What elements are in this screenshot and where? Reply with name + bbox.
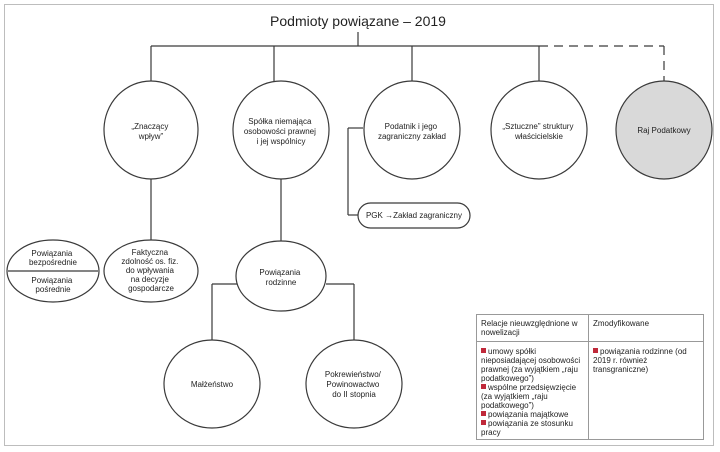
legend-item-text: powiązania majątkowe [488, 410, 569, 419]
node-faktyczna-line4: na decyzje [131, 275, 170, 284]
node-pokrewienstwo-line3: do II stopnia [332, 390, 376, 399]
node-malzenstwo [163, 339, 261, 429]
legend-item: powiązania ze stosunku pracy [481, 419, 584, 437]
node-pokrewienstwo-line1: Pokrewieństwo/ [325, 370, 382, 379]
legend-item: powiązania rodzinne (od 2019 r. również … [593, 347, 699, 374]
svg-text:PGK →Zakład zagraniczny: PGK →Zakład zagraniczny [366, 211, 462, 220]
svg-text:Podatnik i jego zagraniczn: Podatnik i jego zagraniczny zakład [378, 122, 446, 141]
legend-item: umowy spółki nieposiadającej osobowości … [481, 347, 584, 383]
bullet-square-icon [481, 411, 486, 416]
bullet-square-icon [593, 348, 598, 353]
connector-lines [150, 32, 665, 340]
node-faktyczna-line5: gospodarcze [128, 284, 174, 293]
node-faktyczna-line1: Faktyczna [132, 248, 169, 257]
node-pgk [357, 202, 471, 229]
bullet-square-icon [481, 348, 486, 353]
node-pokrewienstwo-line2: Powinowactwo [326, 380, 379, 389]
node-spolka [232, 80, 330, 180]
node-powiazania-bezposrednie-line1: Powiązania [31, 249, 72, 258]
node-powiazania-rodzinne-line1: Powiązania [259, 268, 300, 277]
legend-column-modified: Zmodyfikowane powiązania rodzinne (od 20… [589, 315, 703, 439]
svg-text:Małżeństwo: Małżeństwo [191, 380, 234, 389]
node-powiazania-posrednie-line1: Powiązania [31, 276, 72, 285]
node-malzenstwo-label: Małżeństwo [191, 380, 234, 389]
legend-column-excluded-header: Relacje nieuwzględnione w nowelizacji [477, 315, 588, 342]
node-pokrewienstwo [305, 339, 403, 429]
svg-text:„Znaczący wpływ”: „Znaczący wpływ” [131, 122, 170, 141]
legend-item-text: wspólne przedsięwzięcie (za wyjątkiem „r… [481, 383, 577, 410]
bullet-square-icon [481, 384, 486, 389]
legend-column-modified-header: Zmodyfikowane [589, 315, 703, 342]
node-sztuczne-line1: „Sztuczne” struktury [502, 122, 573, 131]
bullet-square-icon [481, 420, 486, 425]
node-spolka-line3: i jej wspólnicy [257, 137, 306, 146]
node-powiazania-bezposrednie-line2: bezpośrednie [29, 258, 78, 267]
legend-column-excluded: Relacje nieuwzględnione w nowelizacji um… [477, 315, 589, 439]
node-podatnik-line1: Podatnik i jego [385, 122, 438, 131]
svg-text:Powiązania rodzinne: Powiązania rodzinne [259, 268, 302, 287]
node-powiazania-rodzinne [235, 240, 327, 312]
node-podatnik [363, 80, 461, 180]
node-faktyczna-line3: do wpływania [126, 266, 175, 275]
node-faktyczna-line2: zdolność os. fiz. [121, 257, 178, 266]
svg-text:Raj Podatkowy: Raj Podatkowy [637, 126, 690, 135]
node-faktyczna [103, 239, 199, 303]
legend-item-text: powiązania ze stosunku pracy [481, 419, 573, 437]
svg-text:„Sztuczne” struktury właśc: „Sztuczne” struktury właścicielskie [502, 122, 575, 141]
node-powiazania-rodzinne-line2: rodzinne [266, 278, 297, 287]
node-raj-podatkowy-label: Raj Podatkowy [637, 126, 690, 135]
node-powiazania-posrednie-line2: pośrednie [35, 285, 71, 294]
node-sztuczne-line2: właścicielskie [514, 132, 564, 141]
node-raj-podatkowy [615, 80, 713, 180]
diagram-frame [4, 4, 714, 446]
svg-text:Spółka niemająca osobowośc: Spółka niemająca osobowości prawnej i je… [244, 117, 318, 146]
node-pgk-label: PGK →Zakład zagraniczny [366, 211, 462, 220]
legend-item: powiązania majątkowe [481, 410, 584, 419]
diagram-title: Podmioty powiązane – 2019 [270, 13, 446, 29]
node-spolka-line1: Spółka niemająca [248, 117, 312, 126]
node-sztuczne [490, 80, 588, 180]
legend-table: Relacje nieuwzględnione w nowelizacji um… [476, 314, 704, 440]
legend-item: wspólne przedsięwzięcie (za wyjątkiem „r… [481, 383, 584, 410]
node-podatnik-line2: zagraniczny zakład [378, 132, 446, 141]
node-znaczacy-wplyw-line2: wpływ” [138, 132, 164, 141]
node-spolka-line2: osobowości prawnej [244, 127, 316, 136]
legend-item-text: umowy spółki nieposiadającej osobowości … [481, 347, 581, 383]
node-znaczacy-wplyw [103, 80, 199, 180]
svg-text:Powiązania pośrednie: Powiązania pośrednie [31, 276, 74, 294]
svg-text:Pokrewieństwo/ Powinowactw: Pokrewieństwo/ Powinowactwo do II stopni… [325, 370, 383, 399]
node-znaczacy-wplyw-line1: „Znaczący [131, 122, 168, 131]
svg-text:Powiązania bezpośrednie: Powiązania bezpośrednie [29, 249, 78, 267]
legend-item-text: powiązania rodzinne (od 2019 r. również … [593, 347, 687, 374]
svg-text:Faktyczna zdolność os. fiz: Faktyczna zdolność os. fiz. do wpływania… [121, 248, 180, 293]
